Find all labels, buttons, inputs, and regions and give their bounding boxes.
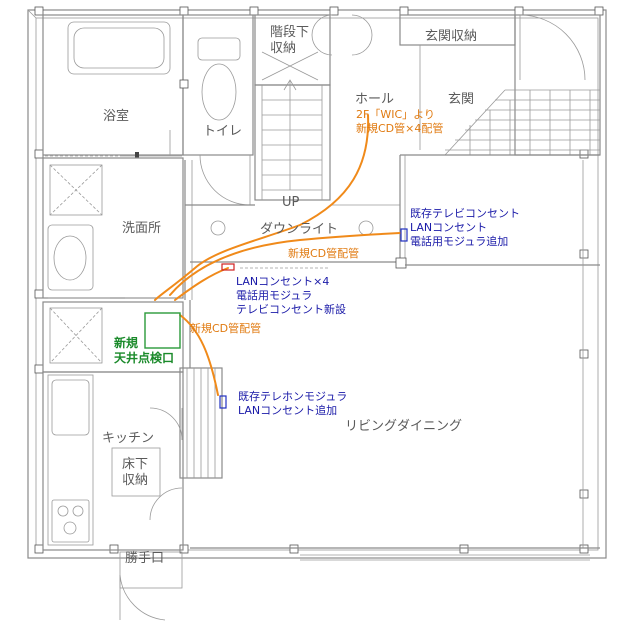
- existing-phone-outlet-marker: [219, 395, 227, 409]
- note-cd-pipe-1: 新規CD管配管: [288, 246, 359, 260]
- note-lan-3: テレビコンセント新設: [236, 302, 346, 316]
- storage-lower: [42, 301, 184, 373]
- label-under-stairs-2: 収納: [270, 41, 296, 56]
- room-labels: 浴室 トイレ 階段下 収納 玄関収納 ホール 玄関 洗面所 UP ダウンライト …: [102, 25, 477, 566]
- conduit-to-phone: [179, 314, 219, 396]
- label-washroom: 洗面所: [122, 221, 161, 236]
- label-living-dining: リビングダイニング: [345, 419, 462, 434]
- new-lan-outlet-marker: [221, 263, 235, 271]
- note-tv-outlet-1: 既存テレビコンセント: [410, 206, 520, 220]
- note-wic-2: 新規CD管×4配管: [356, 121, 443, 135]
- exterior-walls: [27, 6, 607, 559]
- kitchen: [42, 371, 184, 551]
- label-hall: ホール: [355, 92, 394, 107]
- conduit-to-tv-outlet: [169, 232, 401, 296]
- label-underfloor-1: 床下: [122, 457, 148, 472]
- central-stairs: [179, 300, 223, 479]
- washroom: [42, 157, 184, 299]
- label-downlight: ダウンライト: [260, 222, 338, 237]
- note-lan-2: 電話用モジュラ: [236, 288, 312, 302]
- note-phone-2: LANコンセント追加: [238, 403, 337, 417]
- label-entrance: 玄関: [448, 92, 474, 107]
- note-hatch-1: 新規: [114, 335, 138, 350]
- staircase: [254, 14, 373, 201]
- note-tv-outlet-3: 電話用モジュラ追加: [410, 234, 508, 248]
- label-entrance-storage: 玄関収納: [425, 29, 477, 44]
- label-under-stairs-1: 階段下: [270, 25, 309, 40]
- ceiling-hatch-marker: [144, 312, 181, 349]
- living-dining: [190, 160, 600, 561]
- label-underfloor-2: 収納: [122, 473, 148, 488]
- annotations: 2F「WIC」より 新規CD管×4配管 既存テレビコンセント LANコンセント …: [114, 108, 520, 417]
- existing-tv-outlet-marker: [400, 228, 408, 242]
- label-kitchen: キッチン: [102, 431, 154, 446]
- note-hatch-2: 天井点検口: [114, 350, 174, 365]
- note-lan-1: LANコンセント×4: [236, 275, 329, 288]
- label-back-door: 勝手口: [125, 551, 164, 566]
- label-up: UP: [282, 195, 300, 210]
- note-wic-1: 2F「WIC」より: [356, 108, 435, 121]
- conduit-from-wic: [154, 114, 370, 301]
- hall-walls: [184, 155, 407, 300]
- label-bathroom: 浴室: [103, 108, 129, 124]
- note-cd-pipe-2: 新規CD管配管: [190, 321, 261, 335]
- back-door: [119, 551, 183, 621]
- conduit-paths: [154, 114, 401, 396]
- label-toilet: トイレ: [203, 124, 242, 139]
- toilet: [179, 14, 254, 206]
- note-phone-1: 既存テレホンモジュラ: [238, 389, 347, 403]
- entrance-area: [399, 14, 601, 156]
- bathroom: [42, 14, 184, 158]
- note-tv-outlet-2: LANコンセント: [410, 221, 487, 234]
